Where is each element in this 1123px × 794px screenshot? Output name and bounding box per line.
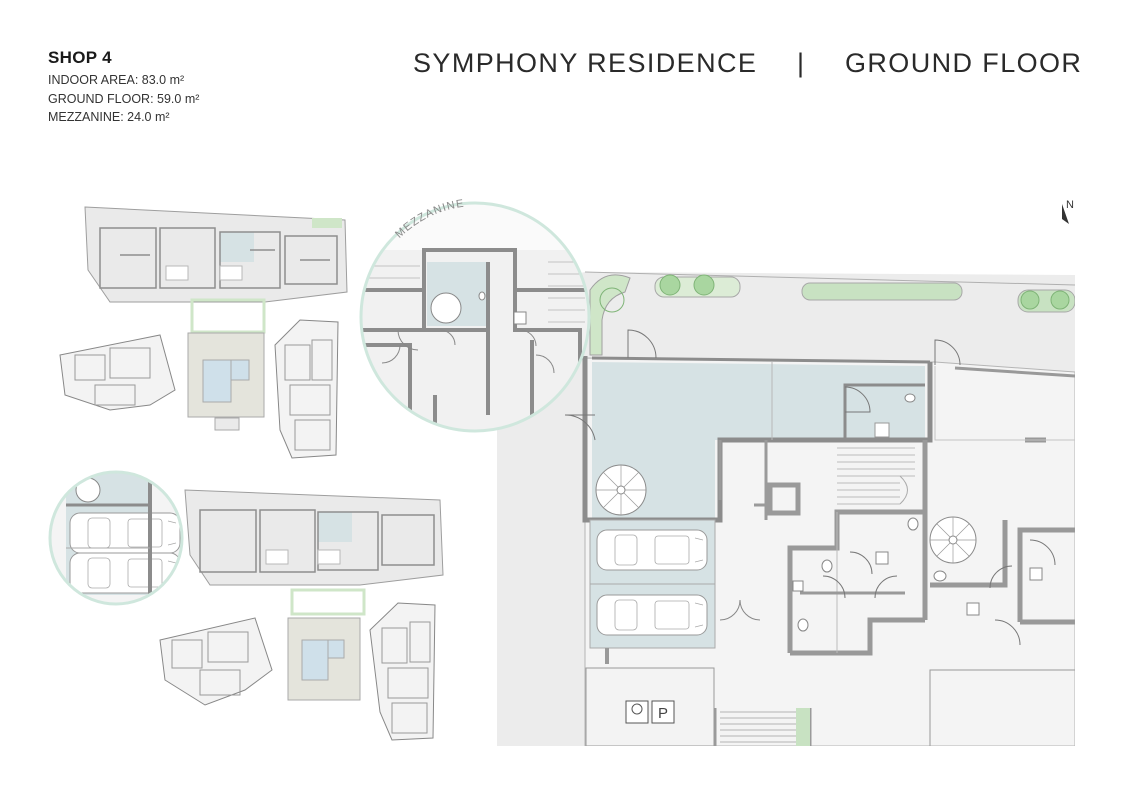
tree xyxy=(693,274,715,296)
tree xyxy=(1050,290,1070,310)
parking-sign xyxy=(651,700,675,724)
key-plan-shop-highlight xyxy=(318,512,352,542)
tree xyxy=(599,287,625,313)
unit-name: SHOP 4 xyxy=(48,48,112,67)
tree xyxy=(1020,290,1040,310)
north-label: N xyxy=(1066,199,1074,211)
main-ground-floor-plan: P xyxy=(497,271,1075,746)
parking-label: P xyxy=(658,705,668,722)
garden-bed xyxy=(589,274,631,356)
unit-info: SHOP 4 INDOOR AREA: 83.0 m² GROUND FLOOR… xyxy=(48,48,199,127)
tree xyxy=(659,274,681,296)
planter-strip xyxy=(801,282,963,301)
title-separator: | xyxy=(797,48,806,78)
key-plan-shop-highlight xyxy=(220,232,254,262)
accessible-parking-icon xyxy=(625,700,649,724)
indoor-area: INDOOR AREA: 83.0 m² xyxy=(48,73,185,87)
parking-detail xyxy=(48,470,184,606)
project-title: SYMPHONY RESIDENCE xyxy=(413,48,758,78)
key-plan-top xyxy=(59,206,348,459)
ground-floor-area: GROUND FLOOR: 59.0 m² xyxy=(48,91,200,106)
key-plan-bottom xyxy=(159,489,444,741)
mezzanine-spiral-stair xyxy=(430,292,462,324)
mezzanine-area: MEZZANINE: 24.0 m² xyxy=(48,110,170,124)
mezzanine-detail: MEZZANINE xyxy=(359,197,591,433)
floor-title: GROUND FLOOR xyxy=(845,48,1083,78)
north-arrow-icon xyxy=(1062,204,1069,224)
